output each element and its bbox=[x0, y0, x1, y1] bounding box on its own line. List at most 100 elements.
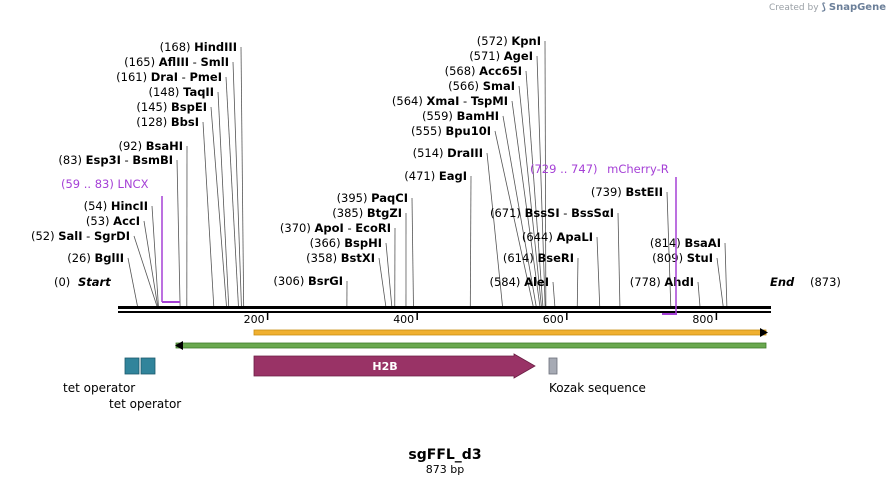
enzyme-site-label[interactable]: (52) SalI - SgrDI bbox=[31, 229, 130, 243]
orf-reverse[interactable] bbox=[175, 341, 767, 350]
enzyme-labels: (168) HindIII(165) AflIII - SmlI(161) Dr… bbox=[31, 34, 721, 289]
feature-tet-operator-1[interactable]: tet operator bbox=[63, 357, 140, 395]
ruler-tick-label: 200 bbox=[244, 313, 265, 326]
enzyme-leader-line bbox=[469, 175, 472, 307]
enzyme-leader-line bbox=[617, 212, 621, 307]
enzyme-site-label[interactable]: (568) Acc65I bbox=[445, 64, 522, 78]
enzyme-site-label[interactable]: (53) AccI bbox=[86, 214, 140, 228]
enzyme-leader-line bbox=[143, 220, 159, 307]
enzyme-site-label[interactable]: (306) BsrGI bbox=[273, 274, 343, 288]
enzyme-site-label[interactable]: (358) BstXI bbox=[306, 251, 375, 265]
enzyme-leader-line bbox=[385, 242, 393, 307]
end-label: End bbox=[770, 275, 795, 289]
enzyme-site-label[interactable]: (165) AflIII - SmlI bbox=[124, 55, 229, 69]
enzyme-site-label[interactable]: (584) AleI bbox=[489, 275, 549, 289]
enzyme-site-label[interactable]: (92) BsaHI bbox=[118, 139, 183, 153]
enzyme-site-label[interactable]: (395) PaqCI bbox=[337, 191, 408, 205]
enzyme-leader-line bbox=[176, 159, 181, 307]
enzyme-leader-line bbox=[210, 106, 227, 307]
enzyme-leader-line bbox=[133, 235, 158, 307]
primer-lncx-bar bbox=[162, 301, 180, 303]
enzyme-leader-line bbox=[494, 130, 534, 307]
enzyme-site-label[interactable]: (571) AgeI bbox=[469, 49, 533, 63]
feature-tet-operator-2[interactable]: tet operator bbox=[109, 357, 181, 411]
enzyme-site-label[interactable]: (471) EagI bbox=[404, 169, 467, 183]
brand-name: SnapGene bbox=[828, 2, 886, 13]
enzyme-leader-line bbox=[697, 281, 701, 307]
enzyme-leader-lines bbox=[127, 40, 728, 307]
enzyme-site-label[interactable]: (148) TaqII bbox=[148, 85, 214, 99]
start-position: (0) bbox=[54, 275, 70, 289]
enzyme-site-label[interactable]: (564) XmaI - TspMI bbox=[392, 94, 508, 108]
enzyme-leader-line bbox=[525, 70, 544, 307]
enzyme-leader-line bbox=[511, 100, 541, 307]
enzyme-site-label[interactable]: (644) ApaLI bbox=[522, 230, 593, 244]
enzyme-leader-line bbox=[716, 257, 724, 307]
enzyme-site-label[interactable]: (54) HincII bbox=[84, 199, 148, 213]
enzyme-site-label[interactable]: (514) DraIII bbox=[413, 146, 483, 160]
enzyme-site-label[interactable]: (168) HindIII bbox=[160, 40, 237, 54]
feature-tet-operator-1-label: tet operator bbox=[63, 381, 135, 395]
ruler-tick-label: 800 bbox=[692, 313, 713, 326]
enzyme-leader-line bbox=[151, 205, 159, 307]
enzyme-leader-line bbox=[225, 76, 239, 307]
enzyme-leader-line bbox=[544, 40, 547, 307]
enzyme-site-label[interactable]: (809) StuI bbox=[652, 251, 713, 265]
enzyme-leader-line bbox=[486, 152, 503, 307]
enzyme-leader-line bbox=[576, 257, 579, 307]
enzyme-leader-line bbox=[536, 55, 546, 307]
map-length: 873 bp bbox=[426, 463, 464, 476]
enzyme-site-label[interactable]: (83) Esp3I - BsmBI bbox=[58, 153, 173, 167]
enzyme-leader-line bbox=[217, 91, 230, 307]
snapgene-brand: Created by ⟆ SnapGene bbox=[769, 2, 886, 13]
feature-h2b-label: H2B bbox=[372, 360, 397, 373]
enzyme-site-label[interactable]: (385) BtgZI bbox=[332, 206, 402, 220]
enzyme-leader-line bbox=[202, 121, 215, 307]
enzyme-site-label[interactable]: (566) SmaI bbox=[448, 79, 515, 93]
enzyme-leader-line bbox=[596, 236, 601, 307]
enzyme-leader-line bbox=[240, 46, 245, 307]
brand-prefix: Created by bbox=[769, 3, 819, 13]
enzyme-site-label[interactable]: (671) BssSI - BssSαI bbox=[490, 206, 614, 220]
map-title: sgFFL_d3 bbox=[408, 447, 481, 463]
enzyme-site-label[interactable]: (814) BsaAI bbox=[650, 236, 721, 250]
dna-backbone bbox=[118, 306, 771, 313]
enzyme-site-label[interactable]: (26) BglII bbox=[67, 251, 124, 265]
enzyme-leader-line bbox=[666, 191, 672, 307]
primer-mcherry-r-bar bbox=[662, 313, 677, 315]
enzyme-site-label[interactable]: (145) BspEI bbox=[136, 100, 207, 114]
ruler-ticks: 200 400 600 800 bbox=[244, 313, 718, 326]
orf-forward-arrow-icon bbox=[760, 328, 768, 337]
enzyme-site-label[interactable]: (128) BbsI bbox=[136, 115, 199, 129]
end-position: (873) bbox=[810, 275, 841, 289]
enzyme-site-label[interactable]: (778) AhdI bbox=[630, 275, 694, 289]
primer-mcherry-r[interactable]: (729 .. 747) mCherry-R bbox=[530, 162, 677, 315]
orf-forward[interactable] bbox=[253, 328, 768, 337]
snapgene-logo-icon: ⟆ bbox=[821, 2, 826, 13]
feature-kozak[interactable]: Kozak sequence bbox=[548, 357, 646, 395]
enzyme-site-label[interactable]: (161) DraI - PmeI bbox=[116, 70, 222, 84]
orf-reverse-arrow-icon bbox=[175, 341, 183, 350]
enzyme-leader-line bbox=[378, 257, 387, 307]
start-label: Start bbox=[78, 275, 111, 289]
enzyme-site-label[interactable]: (572) KpnI bbox=[477, 34, 541, 48]
enzyme-site-label[interactable]: (555) Bpu10I bbox=[411, 124, 491, 138]
ruler-tick-label: 600 bbox=[543, 313, 564, 326]
enzyme-leader-line bbox=[724, 242, 728, 307]
ruler-tick-label: 400 bbox=[393, 313, 414, 326]
feature-tet-operator-2-label: tet operator bbox=[109, 397, 181, 411]
primer-lncx-label: (59 .. 83) LNCX bbox=[61, 177, 149, 191]
feature-kozak-label: Kozak sequence bbox=[549, 381, 646, 395]
primer-mcherry-r-label: (729 .. 747) mCherry-R bbox=[530, 162, 669, 176]
enzyme-leader-line bbox=[411, 197, 414, 307]
enzyme-site-label[interactable]: (370) ApoI - EcoRI bbox=[280, 221, 391, 235]
enzyme-leader-line bbox=[552, 281, 556, 307]
enzyme-site-label[interactable]: (559) BamHI bbox=[422, 109, 499, 123]
enzyme-site-label[interactable]: (366) BspHI bbox=[310, 236, 382, 250]
enzyme-site-label[interactable]: (739) BstEII bbox=[591, 185, 663, 199]
feature-h2b[interactable]: H2B bbox=[253, 353, 536, 379]
enzyme-leader-line bbox=[518, 85, 542, 307]
primer-lncx[interactable]: (59 .. 83) LNCX bbox=[61, 177, 180, 303]
enzyme-site-label[interactable]: (614) BseRI bbox=[503, 251, 574, 265]
